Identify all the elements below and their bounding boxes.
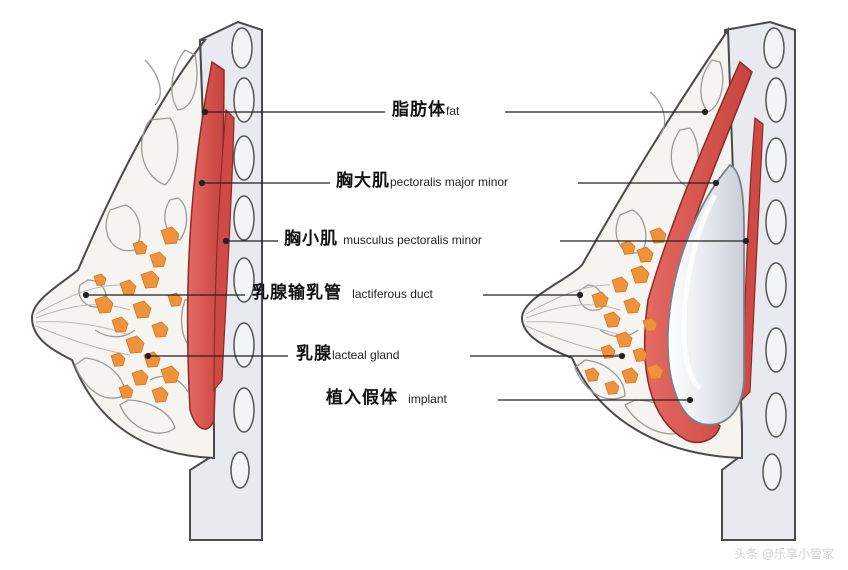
natural-breast — [30, 20, 263, 541]
label-implant: 植入假体 implant — [326, 390, 447, 407]
pectoralis-minor-right — [741, 116, 764, 402]
gland-lobule — [111, 316, 129, 333]
gland-lobule — [604, 380, 620, 395]
gland-lobule — [160, 365, 180, 384]
label-lacteal-gland-en: lacteal gland — [332, 348, 400, 362]
label-pectoralis-major-en: pectoralis major minor — [390, 175, 509, 189]
gland-lobule — [119, 279, 137, 296]
breast-body-left — [30, 39, 215, 460]
gland-lobule — [167, 292, 183, 307]
label-lacteal-gland-cn: 乳腺 — [296, 344, 332, 364]
gland-lobule — [110, 352, 126, 367]
label-fat-en: fat — [446, 104, 460, 118]
gland-lobule — [591, 291, 609, 308]
gland-lobule — [151, 321, 169, 338]
gland-lobule — [636, 246, 654, 263]
gland-lobule — [151, 386, 169, 403]
label-fat-cn: 脂肪体 — [392, 100, 446, 120]
label-lactiferous-duct: 乳腺输乳管 lactiferous duct — [252, 285, 433, 302]
gland-lobule — [125, 335, 145, 354]
gland-lobule — [94, 295, 114, 314]
gland-lobule — [584, 367, 600, 382]
gland-lobule — [93, 273, 107, 286]
gland-lobule — [630, 265, 650, 284]
label-pectoralis-minor: 胸小肌 musculus pectoralis minor — [284, 231, 482, 248]
fat-lobules-right — [574, 59, 724, 435]
ribs-right — [762, 27, 787, 491]
gland-lobule — [118, 384, 134, 399]
leader-lines — [82, 108, 750, 404]
gland-lobule — [603, 311, 621, 328]
gland-lobule — [615, 331, 633, 348]
label-pectoralis-minor-cn: 胸小肌 — [284, 229, 338, 249]
label-lactiferous-duct-cn: 乳腺输乳管 — [252, 283, 342, 303]
gland-lobule — [132, 240, 148, 255]
label-fat: 脂肪体fat — [392, 102, 459, 119]
label-lactiferous-duct-en: lactiferous duct — [352, 287, 433, 301]
label-implant-cn: 植入假体 — [326, 388, 398, 408]
lacteal-gland-right — [584, 227, 667, 395]
gland-lobule — [646, 363, 664, 380]
gland-lobule — [149, 251, 167, 268]
watermark: 头条 @乐享小管家 — [734, 547, 834, 561]
label-pectoralis-minor-en: musculus pectoralis minor — [343, 233, 482, 247]
label-pectoralis-major: 胸大肌pectoralis major minor — [336, 173, 508, 190]
lacteal-gland-left — [93, 226, 183, 403]
label-implant-en: implant — [408, 392, 447, 406]
pectoralis-minor-left — [213, 108, 235, 392]
gland-lobule — [642, 317, 658, 332]
gland-lobule — [140, 270, 160, 289]
gland-lobule — [131, 369, 149, 386]
gland-lobule — [160, 226, 180, 245]
gland-lobule — [621, 367, 639, 384]
gland-lobule — [632, 347, 648, 362]
implant-highlight — [681, 193, 718, 390]
gland-lobule — [611, 276, 629, 293]
augmented-breast — [520, 20, 796, 541]
label-lacteal-gland: 乳腺lacteal gland — [296, 346, 399, 363]
ribs-left — [230, 27, 255, 489]
gland-lobule — [623, 297, 641, 314]
gland-lobule — [132, 300, 152, 319]
label-pectoralis-major-cn: 胸大肌 — [336, 171, 390, 191]
